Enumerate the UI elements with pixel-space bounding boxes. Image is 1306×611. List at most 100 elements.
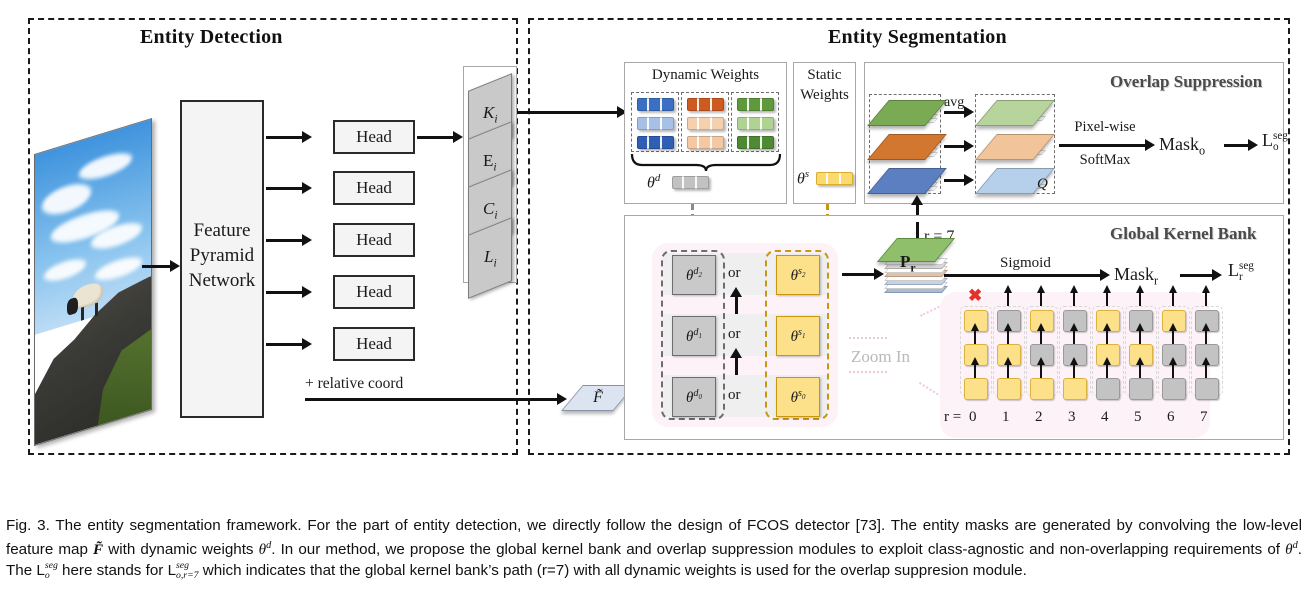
weight-pill-blue-2 xyxy=(637,117,674,130)
theta-s2-block: θs2 xyxy=(776,255,820,295)
caption-part-3: . In our method, we propose the global k… xyxy=(271,541,1286,559)
zoom-kernel-r-label-3: 3 xyxy=(1068,409,1076,425)
or-label-1: or xyxy=(728,326,741,342)
overlap-slab-out-green xyxy=(975,100,1055,126)
gkb-static-column-outline xyxy=(765,250,829,420)
theta-s-label: θs xyxy=(797,168,810,188)
overlap-slab-in-orange xyxy=(867,134,947,160)
overlap-slab-out-blue xyxy=(975,168,1055,194)
static-weights-title-line1: Static xyxy=(807,67,842,83)
caption-theta-d-1: θ xyxy=(258,541,267,559)
overlap-slab-in-green xyxy=(867,100,947,126)
caption-part-4: . The xyxy=(6,541,1302,579)
caption-part-6: which indicates that the global kernel b… xyxy=(198,561,1027,579)
zoom-kernel-r-label-7: 7 xyxy=(1200,409,1208,425)
zoom-kernel-r-label-6: 6 xyxy=(1167,409,1175,425)
caption-part-2: with dynamic weights xyxy=(103,541,259,559)
weight-pill-blue-1 xyxy=(637,98,674,111)
head-box-2: Head xyxy=(333,171,415,205)
zoom-connector-bottom-left xyxy=(849,371,887,373)
zoom-connector-top-left xyxy=(849,337,887,339)
head-label-5: Head xyxy=(356,334,392,353)
sigmoid-label: Sigmoid xyxy=(1000,255,1051,271)
dynamic-group-blue xyxy=(631,92,679,152)
caption-part-5: here stands for xyxy=(57,561,168,579)
caption-theta-d-2: θ xyxy=(1285,541,1293,559)
theta-d0-block: θd0 xyxy=(672,377,716,417)
figure-caption: Fig. 3. The entity segmentation framewor… xyxy=(6,517,1302,581)
overlap-suppression-title: Overlap Suppression xyxy=(1110,72,1263,91)
pr-label: Pr xyxy=(900,252,916,275)
zoom-kernel-cell-r7-level0 xyxy=(1195,378,1219,400)
weight-pill-green-3 xyxy=(737,136,774,149)
overlap-slab-in-blue xyxy=(867,168,947,194)
zoom-kernel-r-label-4: 4 xyxy=(1101,409,1109,425)
input-image-sheep-on-cliff xyxy=(34,118,152,447)
or-label-2: or xyxy=(728,265,741,281)
theta-d1-block: θd1 xyxy=(672,316,716,356)
dynamic-weights-title: Dynamic Weights xyxy=(651,67,760,83)
mask-o-label: Masko xyxy=(1159,134,1206,158)
static-weights-title-line2: Weights xyxy=(800,87,849,103)
fpn-line-3: Network xyxy=(188,270,256,291)
weight-pill-green-1 xyxy=(737,98,774,111)
mask-r-label: Maskr xyxy=(1114,264,1159,288)
fpn-line-1: Feature xyxy=(193,220,251,241)
theta-s1-block: θs1 xyxy=(776,316,820,356)
pixelwise-softmax-line1: Pixel-wise xyxy=(1074,119,1136,135)
head-label-3: Head xyxy=(356,230,392,249)
theta-d2-block: θd2 xyxy=(672,255,716,295)
zoom-kernel-cell-r5-level0 xyxy=(1129,378,1153,400)
head-box-1: Head xyxy=(333,120,415,154)
head-box-4: Head xyxy=(333,275,415,309)
caption-loss-1: L xyxy=(36,561,45,579)
feature-pyramid-network-box xyxy=(180,100,264,418)
caption-prefix: Fig. 3. xyxy=(6,517,50,534)
caption-feature-symbol: F̃ xyxy=(93,541,104,559)
or-label-0: or xyxy=(728,387,741,403)
weight-pill-green-2 xyxy=(737,117,774,130)
head-label-4: Head xyxy=(356,282,392,301)
head-box-5: Head xyxy=(333,327,415,361)
loss-r-seg-label: L seg r xyxy=(1228,259,1254,283)
zoom-kernel-r-label-0: 0 xyxy=(969,409,977,425)
feature-map-slab: F̃ xyxy=(561,385,635,411)
pr-feature-stack xyxy=(876,238,956,296)
zoom-kernel-cell-r6-level0 xyxy=(1162,378,1186,400)
zoom-kernel-r-label-2: 2 xyxy=(1035,409,1043,425)
panel-entity-detection xyxy=(28,18,518,455)
dynamic-group-orange xyxy=(681,92,729,152)
head-label-2: Head xyxy=(356,178,392,197)
dynamic-group-green xyxy=(731,92,779,152)
global-kernel-bank-title: Global Kernel Bank xyxy=(1110,224,1257,243)
caption-loss-2: L xyxy=(167,561,177,579)
r-equals-label: r = xyxy=(944,409,962,425)
pixelwise-softmax-line2: SoftMax xyxy=(1079,152,1131,168)
fpn-line-2: Pyramid xyxy=(189,245,255,266)
panel-title-entity-detection: Entity Detection xyxy=(140,26,283,48)
zoom-kernel-r-label-1: 1 xyxy=(1002,409,1010,425)
weight-pill-orange-2 xyxy=(687,117,724,130)
overlap-slab-out-orange xyxy=(975,134,1055,160)
gkb-dynamic-column-outline xyxy=(661,250,725,420)
avg-label: avg xyxy=(944,95,965,110)
theta-s-pill xyxy=(816,172,853,185)
zoom-kernel-cell-r0-level0 xyxy=(964,378,988,400)
zoom-kernel-x-marker-r0: ✖ xyxy=(968,286,983,305)
theta-s0-block: θs0 xyxy=(776,377,820,417)
zoom-kernel-r-label-5: 5 xyxy=(1134,409,1142,425)
q-label: Q xyxy=(1037,176,1048,192)
zoom-kernel-cell-r3-level0 xyxy=(1063,378,1087,400)
dynamic-weights-brace xyxy=(630,153,782,172)
loss-o-seg-label: L seg o xyxy=(1262,129,1288,153)
relative-coord-label: + relative coord xyxy=(305,375,404,392)
weight-pill-orange-3 xyxy=(687,136,724,149)
panel-entity-segmentation xyxy=(528,18,1290,455)
feature-map-label: F̃ xyxy=(593,389,603,406)
zoom-kernel-cell-r4-level0 xyxy=(1096,378,1120,400)
feature-pyramid-network-label: Feature Pyramid Network xyxy=(180,218,264,293)
head-box-3: Head xyxy=(333,223,415,257)
head-label-1: Head xyxy=(356,127,392,146)
theta-d-pill xyxy=(672,176,709,189)
